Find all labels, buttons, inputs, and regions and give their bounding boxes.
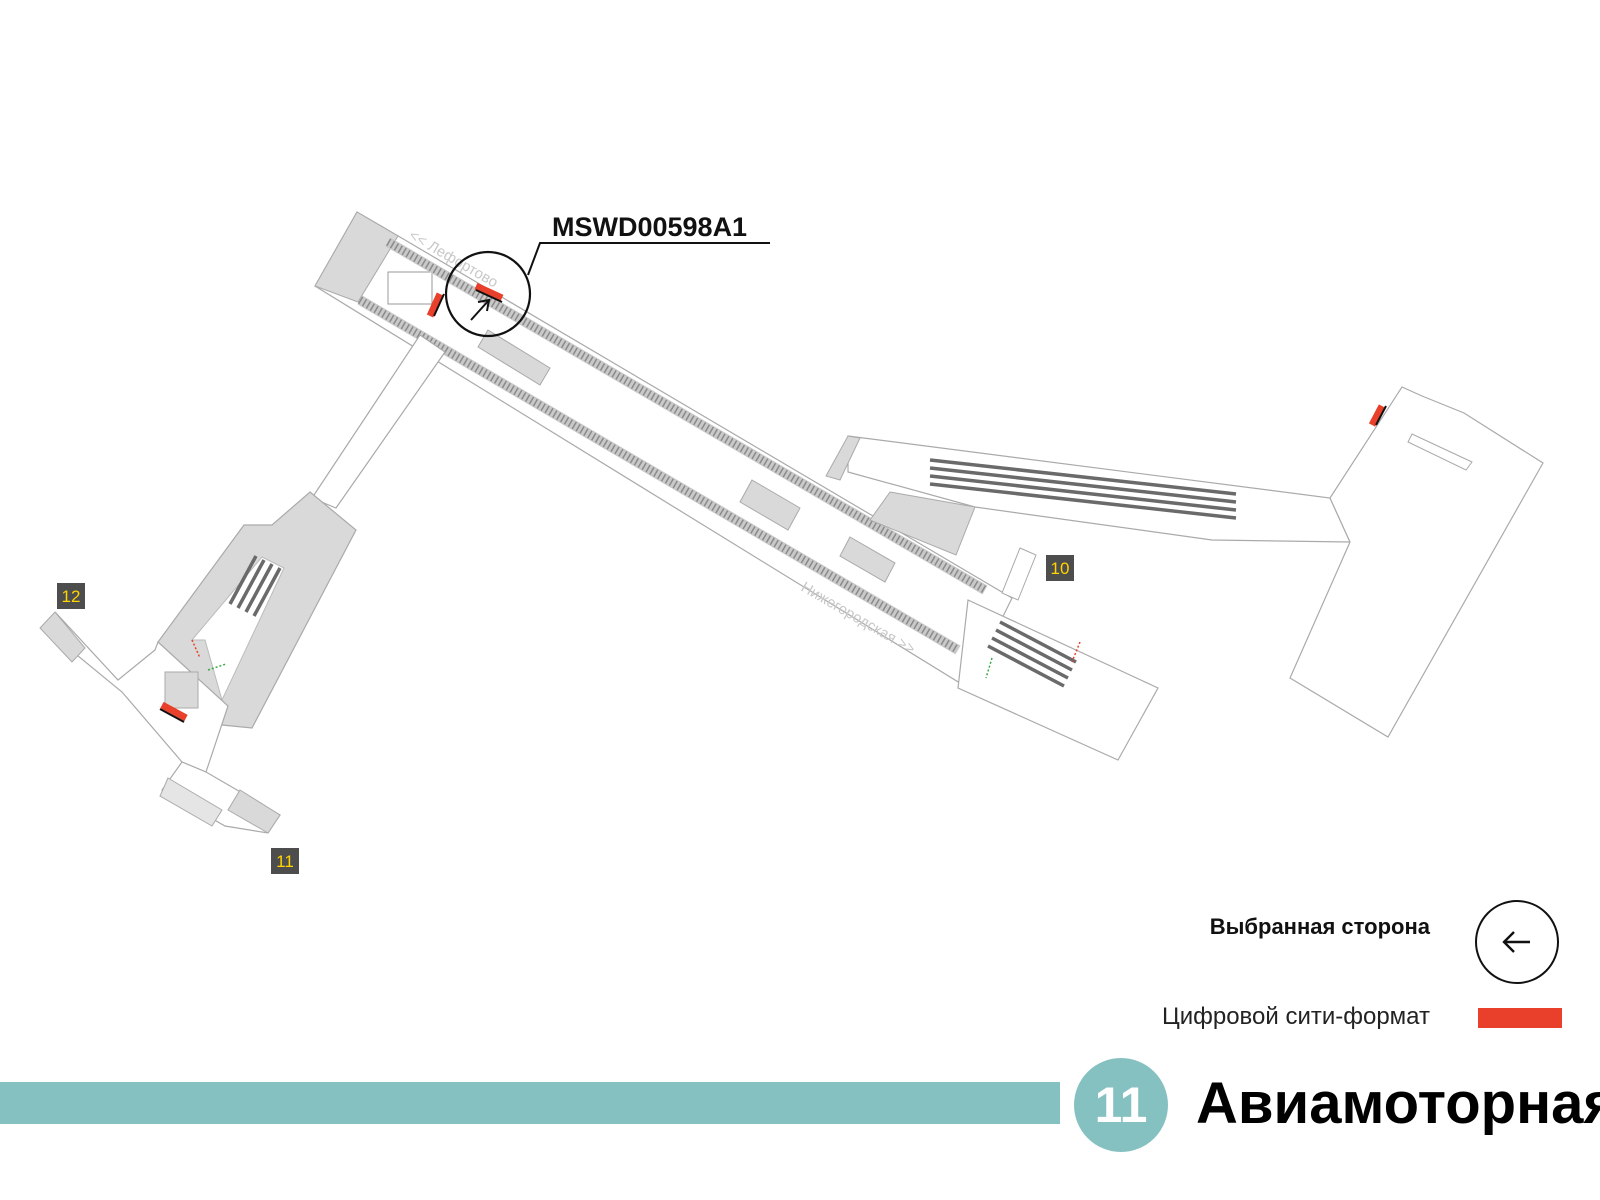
legend-format-swatch — [1478, 1008, 1562, 1028]
exit-badge-10: 10 — [1046, 555, 1074, 581]
northeast-hall-block — [869, 491, 976, 556]
west-vestibule-floor — [190, 556, 285, 702]
escalator-east — [987, 620, 1077, 688]
west-corridor — [311, 334, 446, 509]
metro-line-badge: 11 — [1074, 1058, 1168, 1152]
exit-12-passage — [39, 611, 86, 663]
exit-badge-label: 10 — [1051, 559, 1070, 578]
turnstile-line — [1071, 641, 1081, 663]
arrow-left-icon — [1502, 931, 1530, 953]
metro-line-bar — [0, 1082, 1070, 1124]
platform-west-block — [314, 211, 399, 303]
turnstile-line — [985, 657, 993, 679]
east-vestibule — [957, 599, 1159, 761]
metro-line-bar-gap — [1060, 1082, 1072, 1124]
screen-marker-platform-west — [426, 292, 445, 318]
screen-marker-far-east — [1368, 404, 1387, 427]
far-east-passage — [1289, 386, 1544, 738]
legend-selected-side-circle — [1475, 900, 1559, 984]
exit-11-stairs — [227, 789, 281, 834]
platform-block — [839, 536, 896, 583]
screen-marker-selected — [474, 282, 504, 303]
platform-block — [739, 479, 801, 531]
escalator-west — [228, 555, 282, 617]
platform-inner-room — [387, 271, 433, 305]
escalator-northeast — [929, 458, 1237, 520]
legend-format-label: Цифровой сити-формат — [1161, 1003, 1430, 1030]
turnstile-line — [207, 663, 227, 671]
platform-block — [477, 329, 551, 386]
northeast-hall-block — [825, 435, 861, 481]
exit-10-passage — [1001, 547, 1037, 601]
exit-badge-12: 12 — [57, 583, 85, 609]
exit-badge-label: 12 — [62, 587, 81, 606]
turnstile-line — [191, 639, 201, 659]
exit-11-ramp — [159, 777, 223, 827]
callout-leader — [527, 242, 770, 276]
station-name: Авиамоторная — [1196, 1071, 1600, 1136]
exit-badge-11: 11 — [271, 848, 299, 874]
direction-arrow-icon — [470, 298, 491, 321]
legend-selected-side-label: Выбранная сторона — [1209, 914, 1430, 939]
selected-screen-circle — [444, 250, 532, 338]
screen-code-label: MSWD00598A1 — [552, 212, 747, 242]
west-passage — [43, 612, 229, 773]
far-east-ramp — [1407, 433, 1473, 471]
track-lower-ties — [357, 296, 961, 654]
west-kiosk — [164, 671, 199, 709]
exit-badge-label: 11 — [276, 852, 294, 871]
metro-line-number: 11 — [1094, 1077, 1148, 1133]
screen-marker-west-vestibule — [159, 701, 188, 723]
